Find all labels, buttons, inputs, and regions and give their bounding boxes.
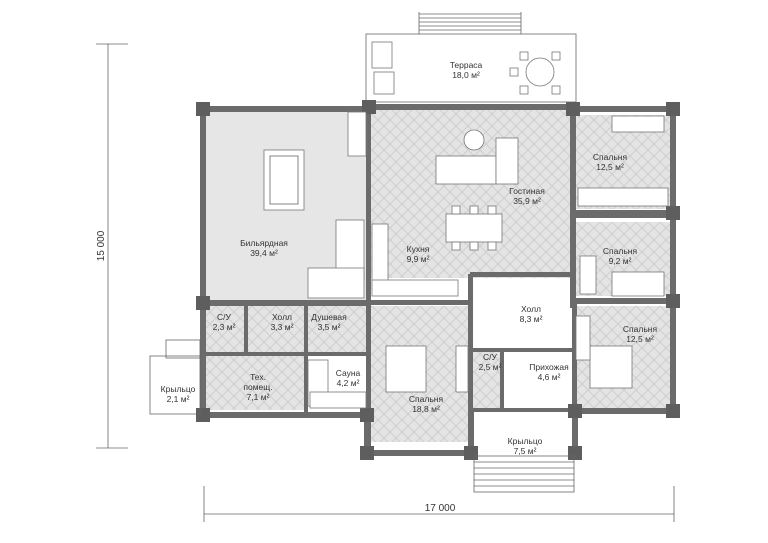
floor-tech-room	[206, 356, 304, 410]
room-area: 3,5 м²	[318, 322, 341, 332]
bed-right	[589, 345, 633, 389]
room-area: 4,2 м²	[337, 378, 360, 388]
room-area: 2,3 м²	[213, 322, 236, 332]
room-name: Холл	[272, 312, 292, 322]
room-name: Холл	[521, 304, 541, 314]
terrace-outline	[365, 33, 577, 103]
room-name: Спальня	[603, 246, 638, 256]
floor-hall-small	[248, 306, 304, 352]
room-name: Кухня	[407, 244, 430, 254]
room-area: 18,8 м²	[412, 404, 440, 414]
room-name: Бильярдная	[240, 238, 288, 248]
room-name: Сауна	[336, 368, 361, 378]
porch-left	[149, 355, 201, 415]
room-area: 2,1 м²	[167, 394, 190, 404]
dimension-height: 15 000	[96, 230, 107, 261]
room-name: Терраса	[450, 60, 483, 70]
room-area: 18,0 м²	[452, 70, 480, 80]
room-name: Спальня	[409, 394, 444, 404]
room-name: Прихожая	[529, 362, 569, 372]
floor-bath-left	[206, 306, 244, 352]
floor-entry	[504, 352, 572, 408]
room-area: 35,9 м²	[513, 196, 541, 206]
floor-shower	[308, 306, 366, 352]
room-area: 39,4 м²	[250, 248, 278, 258]
room-area: 8,3 м²	[520, 314, 543, 324]
floor-bath-right	[472, 352, 500, 408]
dimension-width: 17 000	[425, 503, 456, 514]
room-name: Крыльцо	[508, 436, 543, 446]
room-name: Спальня	[623, 324, 658, 334]
room-area: 9,2 м²	[609, 256, 632, 266]
room-area: 12,5 м²	[596, 162, 624, 172]
room-name: Крыльцо	[161, 384, 196, 394]
room-name: С/У	[483, 352, 498, 362]
floor-hall-main	[470, 278, 574, 348]
room-name: Гостиная	[509, 186, 545, 196]
room-area: 4,6 м²	[538, 372, 561, 382]
room-area: 7,1 м²	[247, 392, 270, 402]
room-area: 2,5 м²	[479, 362, 502, 372]
room-name: С/У	[217, 312, 232, 322]
room-name: Душевая	[311, 312, 347, 322]
room-name: Спальня	[593, 152, 628, 162]
room-area: 3,3 м²	[271, 322, 294, 332]
room-area: 9,9 м²	[407, 254, 430, 264]
room-area: 12,5 м²	[626, 334, 654, 344]
dining-table	[445, 213, 503, 243]
billiard-table	[263, 149, 305, 211]
terrace-table	[525, 57, 555, 87]
sofa	[435, 155, 497, 185]
room-area: 7,5 м²	[514, 446, 537, 456]
room-name: Тех.помещ.	[243, 372, 272, 392]
